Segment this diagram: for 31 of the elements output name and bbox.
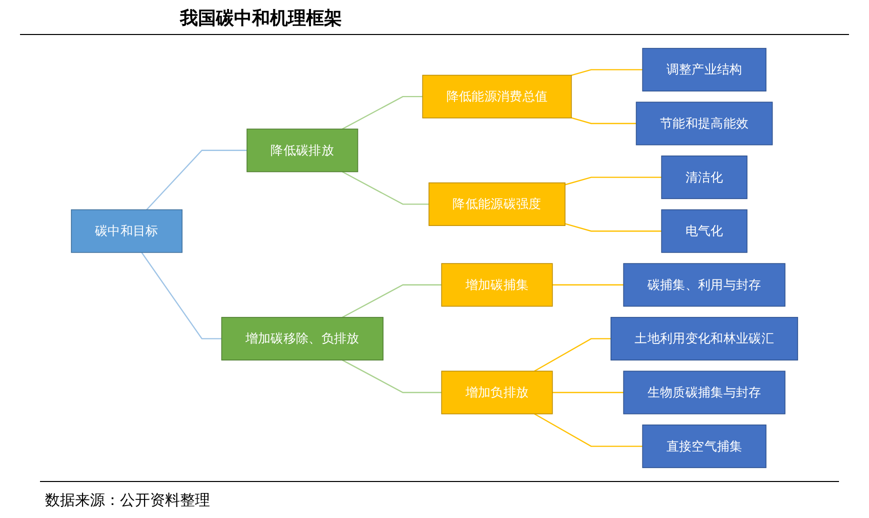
- caption: 数据来源：公开资料整理: [45, 491, 210, 510]
- node-box: 增加负排放: [441, 370, 553, 414]
- node-box: 节能和提高能效: [636, 102, 773, 146]
- connector: [141, 252, 222, 340]
- node-box: 电气化: [661, 209, 748, 253]
- node-box: 降低碳排放: [246, 128, 358, 172]
- connector: [342, 284, 442, 318]
- node-box: 降低能源消费总值: [422, 74, 572, 118]
- node-box: 生物质碳捕集与封存: [623, 370, 786, 414]
- title: 我国碳中和机理框架: [20, 0, 849, 35]
- node-box: 土地利用变化和林业碳汇: [610, 316, 798, 360]
- connector: [342, 360, 442, 394]
- node-box: 碳中和目标: [70, 209, 182, 253]
- connector: [564, 223, 662, 232]
- connector: [571, 117, 636, 124]
- node-box: 清洁化: [661, 156, 748, 200]
- node-box: 直接空气捕集: [642, 424, 766, 468]
- connector: [564, 176, 662, 186]
- connector: [571, 69, 643, 76]
- connector: [534, 338, 611, 372]
- connector: [552, 392, 624, 394]
- connector: [552, 284, 624, 286]
- connector: [342, 96, 423, 130]
- connector: [534, 413, 643, 447]
- node-box: 碳捕集、利用与封存: [623, 263, 786, 307]
- node-box: 增加碳捕集: [441, 263, 553, 307]
- node-box: 调整产业结构: [642, 48, 766, 92]
- connector: [146, 150, 247, 210]
- node-box: 降低能源碳强度: [428, 182, 566, 226]
- node-box: 增加碳移除、负排放: [221, 316, 384, 360]
- connector: [342, 171, 429, 205]
